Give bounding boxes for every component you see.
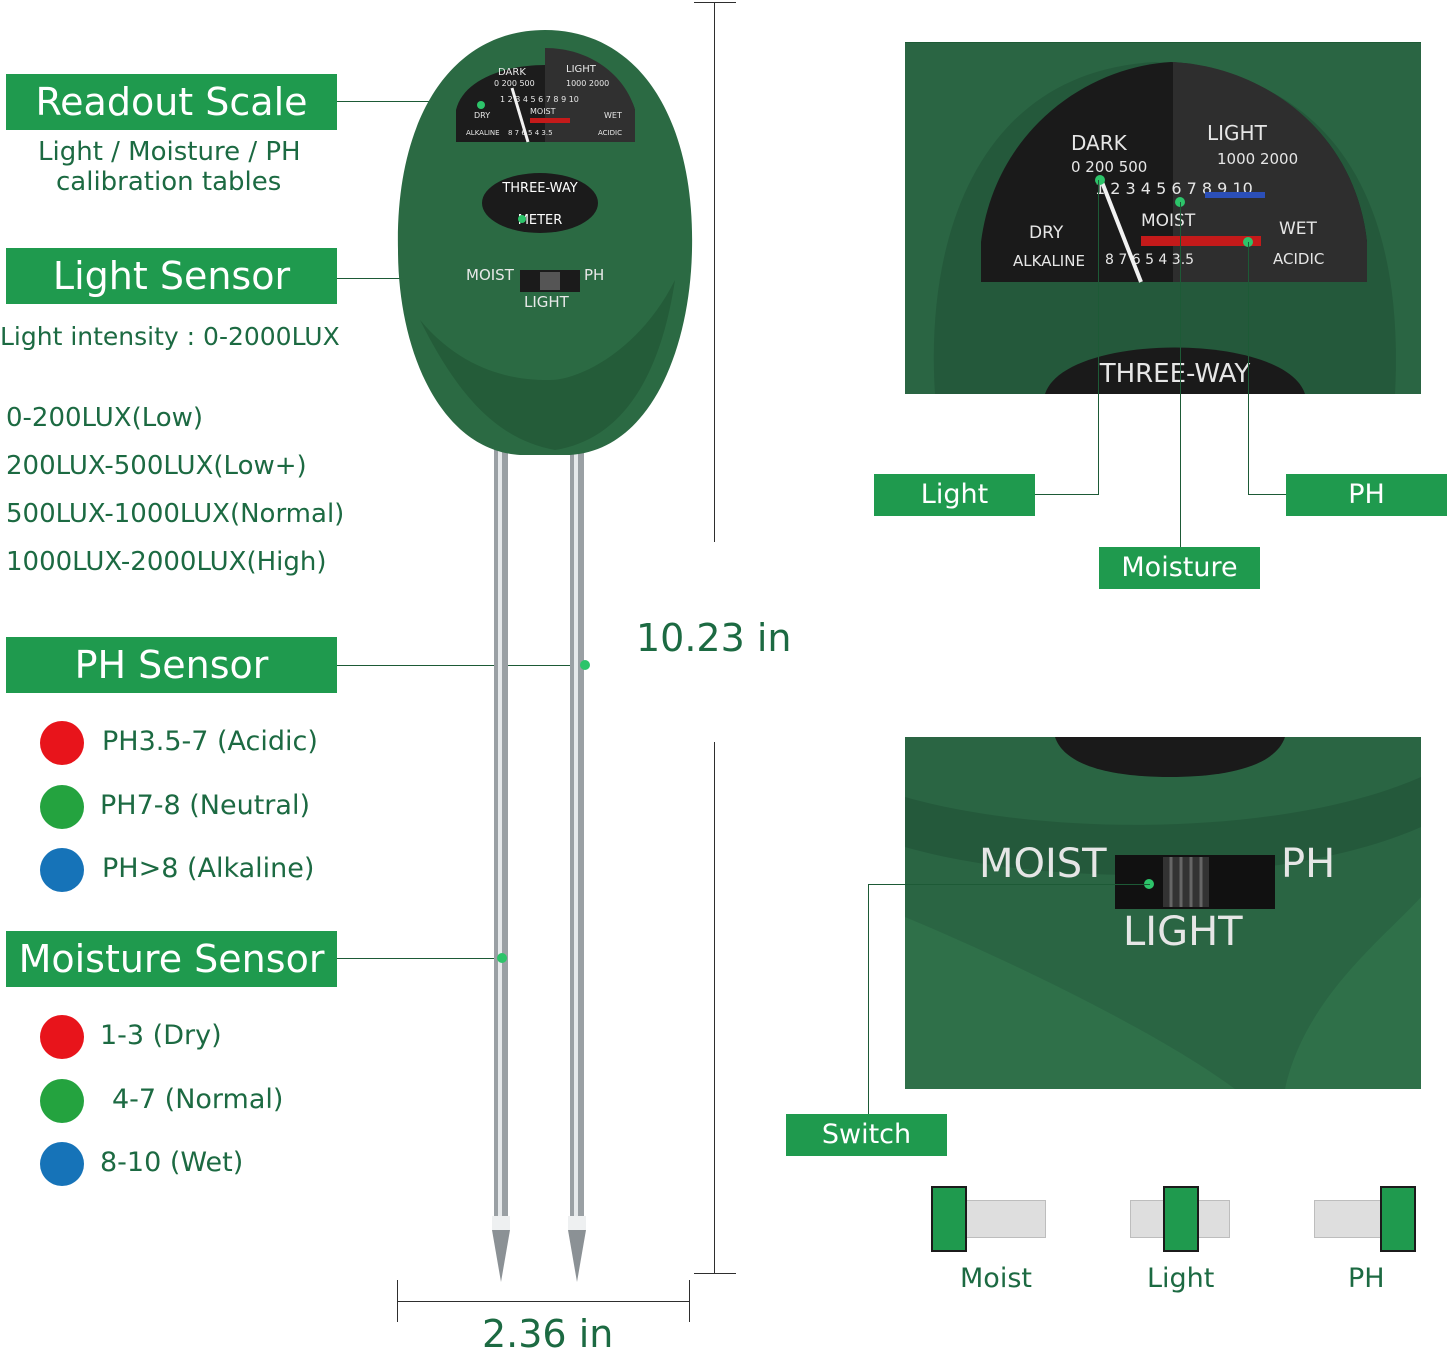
detail-frame-top: [905, 42, 1421, 43]
moisture-tag: Moisture: [1099, 547, 1260, 589]
svg-text:ACIDIC: ACIDIC: [598, 129, 622, 137]
svg-text:LIGHT: LIGHT: [566, 64, 597, 75]
switch-knob-light: [1163, 1186, 1199, 1252]
readout-line1: Light / Moisture / PH: [38, 137, 301, 167]
blue-dot-icon: [40, 848, 84, 892]
svg-text:8 7 6 5 4 3.5: 8 7 6 5 4 3.5: [1105, 252, 1194, 268]
svg-text:MOIST: MOIST: [466, 266, 515, 284]
moisture-dry-label: 1-3 (Dry): [100, 1020, 222, 1051]
switch-position-moist: Moist: [960, 1263, 1032, 1294]
green-dot-icon: [40, 1079, 84, 1123]
svg-text:MOIST: MOIST: [530, 107, 556, 116]
readout-scale-header: Readout Scale: [6, 74, 337, 130]
switch-detail-image: MOIST PH LIGHT: [905, 737, 1421, 1089]
light-detail-leader-h: [1035, 494, 1099, 495]
svg-text:THREE-WAY: THREE-WAY: [1099, 359, 1251, 389]
height-dimension-label: 10.23 in: [636, 616, 792, 660]
svg-text:PH: PH: [584, 266, 604, 284]
height-dimension-line-top: [714, 2, 715, 542]
svg-text:0 200 500: 0 200 500: [494, 79, 535, 88]
svg-text:WET: WET: [1279, 219, 1318, 239]
green-dot-icon: [40, 785, 84, 829]
switch-detail-leader-h: [868, 884, 1150, 885]
svg-text:ALKALINE: ALKALINE: [466, 129, 500, 137]
moisture-leader-line: [337, 958, 503, 959]
ph-leader-line: [337, 665, 585, 666]
width-dimension-line: [397, 1301, 689, 1302]
svg-text:ALKALINE: ALKALINE: [1013, 252, 1085, 270]
svg-text:MOIST: MOIST: [1141, 211, 1196, 231]
red-dot-icon: [40, 721, 84, 765]
moisture-wet-label: 8-10 (Wet): [100, 1147, 244, 1178]
lux-range-4: 1000LUX-2000LUX(High): [6, 547, 327, 577]
svg-text:1000 2000: 1000 2000: [566, 79, 609, 88]
svg-text:DARK: DARK: [1071, 131, 1128, 155]
lux-range-1: 0-200LUX(Low): [6, 403, 204, 433]
svg-text:DARK: DARK: [498, 67, 526, 78]
readout-leader-line: [337, 101, 485, 102]
switch-detail-leader: [868, 884, 869, 1114]
svg-text:8 7 6 5 4 3.5: 8 7 6 5 4 3.5: [508, 129, 553, 137]
height-dimension-cap-top: [694, 2, 736, 3]
ph-alkaline-label: PH>8 (Alkaline): [102, 853, 315, 884]
ph-sensor-header: PH Sensor: [6, 637, 337, 693]
meter-needle: [510, 87, 530, 143]
ph-neutral-label: PH7-8 (Neutral): [100, 790, 310, 821]
ph-detail-leader-h: [1248, 494, 1288, 495]
switch-knob-ph: [1380, 1186, 1416, 1252]
switch-knob-moist: [931, 1186, 967, 1252]
svg-text:LIGHT: LIGHT: [524, 293, 570, 311]
svg-text:1000 2000: 1000 2000: [1217, 150, 1298, 168]
svg-text:ACIDIC: ACIDIC: [1273, 250, 1324, 268]
light-tag: Light: [874, 474, 1035, 516]
light-detail-leader: [1098, 180, 1099, 494]
light-intensity-text: Light intensity : 0-2000LUX: [0, 322, 340, 351]
height-dimension-cap-bottom: [694, 1273, 736, 1274]
svg-text:PH: PH: [1281, 841, 1335, 887]
height-dimension-line-bottom: [714, 742, 715, 1274]
switch-position-ph: PH: [1348, 1263, 1385, 1294]
svg-text:LIGHT: LIGHT: [1123, 909, 1243, 955]
svg-text:THREE-WAY: THREE-WAY: [501, 181, 577, 196]
dial-detail-image: DARK LIGHT 0 200 500 1000 2000 1 2 3 4 5…: [905, 42, 1421, 394]
ph-acidic-label: PH3.5-7 (Acidic): [102, 726, 318, 757]
switch-position-light: Light: [1147, 1263, 1215, 1294]
svg-text:METER: METER: [518, 213, 563, 228]
brand-badge: [482, 173, 598, 233]
blue-dot-icon: [40, 1142, 84, 1186]
width-dimension-label: 2.36 in: [482, 1312, 614, 1356]
svg-text:DRY: DRY: [1029, 223, 1064, 243]
svg-text:0 200 500: 0 200 500: [1071, 158, 1147, 176]
soil-meter-illustration: DARK LIGHT 0 200 500 1000 2000 DRY WET M…: [397, 30, 693, 1282]
svg-text:WET: WET: [604, 111, 622, 120]
moisture-detail-leader: [1180, 202, 1181, 548]
svg-text:MOIST: MOIST: [979, 841, 1107, 887]
lux-range-3: 500LUX-1000LUX(Normal): [6, 499, 345, 529]
width-dimension-cap-right: [689, 1280, 690, 1322]
moisture-normal-label: 4-7 (Normal): [112, 1084, 284, 1115]
readout-line2: calibration tables: [56, 167, 282, 197]
light-sensor-header: Light Sensor: [6, 248, 337, 304]
svg-text:DRY: DRY: [474, 111, 490, 120]
ph-tag: PH: [1286, 474, 1447, 516]
moisture-sensor-header: Moisture Sensor: [6, 931, 337, 987]
switch-tag: Switch: [786, 1114, 947, 1156]
svg-text:LIGHT: LIGHT: [1207, 121, 1268, 145]
svg-text:1 2 3 4 5 6 7 8 9 10: 1 2 3 4 5 6 7 8 9 10: [500, 95, 579, 104]
ph-detail-leader: [1248, 242, 1249, 494]
lux-range-2: 200LUX-500LUX(Low+): [6, 451, 307, 481]
red-dot-icon: [40, 1015, 84, 1059]
width-dimension-cap-left: [397, 1280, 398, 1322]
